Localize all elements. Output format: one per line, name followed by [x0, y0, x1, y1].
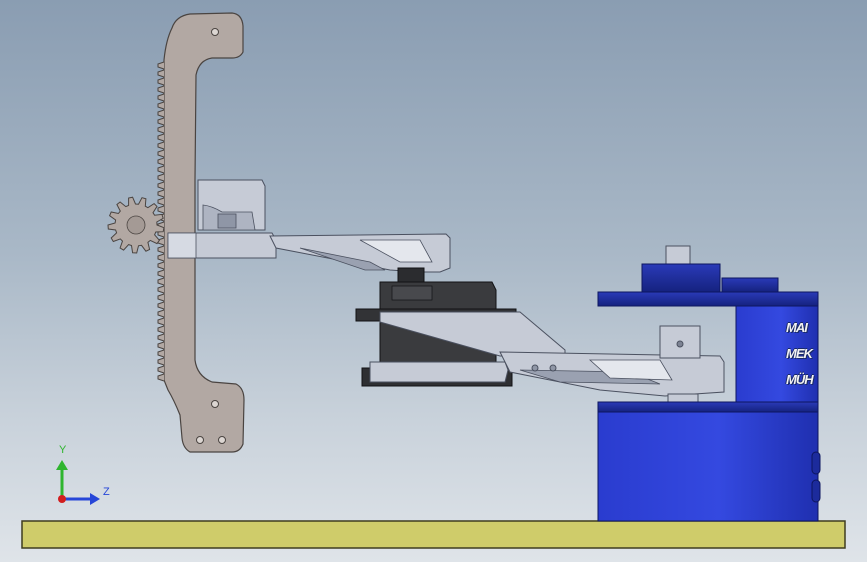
floor-plate — [21, 520, 846, 549]
base-label-line-2: MEK — [786, 346, 813, 361]
axis-y-label: Y — [59, 444, 67, 456]
base-label-line-3: MÜH — [786, 372, 814, 387]
axis-z-label: Z — [103, 486, 110, 498]
upper-arm[interactable] — [167, 179, 451, 273]
coordinate-triad — [56, 460, 100, 505]
pinion-gear[interactable] — [107, 196, 165, 254]
base-label-line-1: MAI — [786, 320, 808, 335]
base-tower[interactable] — [597, 263, 821, 522]
gear-rack-arm[interactable] — [157, 12, 245, 453]
